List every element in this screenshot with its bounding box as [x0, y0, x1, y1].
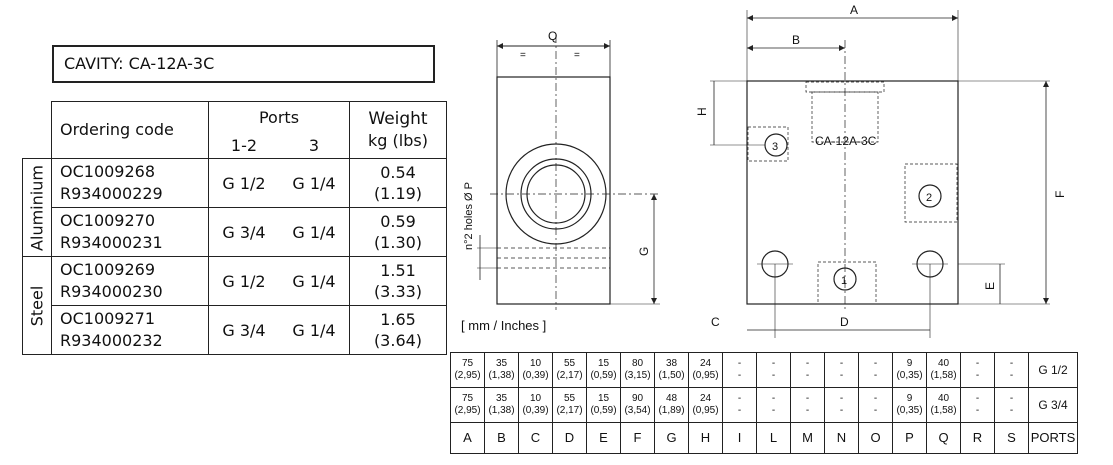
dim-column-label: E	[586, 422, 621, 454]
dim-cell: --	[790, 352, 825, 388]
cavity-code-label: CA-12A-3C	[815, 134, 877, 148]
dim-column-label: S	[994, 422, 1029, 454]
dim-cell: --	[994, 387, 1029, 423]
dim-column-label: A	[450, 422, 485, 454]
dim-p: n°2 holes Ø P	[463, 182, 475, 250]
dim-cell: 48(1,89)	[654, 387, 689, 423]
dim-cell: --	[756, 352, 791, 388]
dim-cell: --	[994, 352, 1029, 388]
dim-cell: 80(3,15)	[620, 352, 655, 388]
port-3-marker	[764, 133, 788, 157]
dim-cell: --	[858, 352, 893, 388]
cavity-label: CAVITY: CA-12A-3C	[52, 45, 435, 83]
dim-cell: 75(2,95)	[450, 387, 485, 423]
dim-column-label: N	[824, 422, 859, 454]
dim-cell: 75(2,95)	[450, 352, 485, 388]
dim-column-label: D	[552, 422, 587, 454]
dim-cell: --	[722, 352, 757, 388]
dim-cell: 55(2,17)	[552, 352, 587, 388]
dim-column-label: Q	[926, 422, 961, 454]
header-port-3: 3	[279, 132, 350, 159]
svg-text:=: =	[574, 50, 580, 61]
dim-cell: --	[722, 387, 757, 423]
dim-column-label: I	[722, 422, 757, 454]
dim-cell: --	[960, 387, 995, 423]
dim-cell: 24(0,95)	[688, 387, 723, 423]
ordering-table: Ordering code Ports Weight kg (lbs) 1-2 …	[22, 101, 447, 355]
dim-cell: --	[960, 352, 995, 388]
dim-cell: 9(0,35)	[892, 387, 927, 423]
dim-column-label: P	[892, 422, 927, 454]
port-1-marker	[833, 267, 857, 291]
header-ports: Ports	[208, 101, 350, 132]
dim-c: C	[711, 315, 720, 329]
dim-column-label: H	[688, 422, 723, 454]
units-label: [ mm / Inches ]	[461, 318, 547, 333]
dim-column-label: O	[858, 422, 893, 454]
svg-text:3: 3	[772, 141, 778, 153]
dim-cell: 40(1,58)	[926, 352, 961, 388]
dim-cell: 10(0,39)	[518, 387, 553, 423]
dim-cell: 90(3,54)	[620, 387, 655, 423]
dim-cell: 15(0,59)	[586, 387, 621, 423]
dim-h: H	[695, 107, 709, 116]
dim-column-label: PORTS	[1028, 422, 1078, 454]
material-steel: Steel	[22, 256, 52, 355]
dim-column-label: M	[790, 422, 825, 454]
dimension-table: 75(2,95)35(1,38)10(0,39)55(2,17)15(0,59)…	[450, 352, 1078, 454]
header-ordering-code: Ordering code	[51, 101, 209, 159]
dim-column-label: C	[518, 422, 553, 454]
header-weight: Weight kg (lbs)	[349, 101, 447, 159]
table-row: 75(2,95)35(1,38)10(0,39)55(2,17)15(0,59)…	[450, 352, 1078, 388]
dim-cell: --	[790, 387, 825, 423]
dim-cell: 55(2,17)	[552, 387, 587, 423]
side-view-body	[496, 76, 611, 305]
dim-cell: 24(0,95)	[688, 352, 723, 388]
svg-text:1: 1	[841, 275, 847, 287]
svg-text:=: =	[520, 50, 526, 61]
dim-cell: 9(0,35)	[892, 352, 927, 388]
dim-cell: --	[824, 352, 859, 388]
dim-column-label: B	[484, 422, 519, 454]
table-row: 75(2,95)35(1,38)10(0,39)55(2,17)15(0,59)…	[450, 387, 1078, 423]
svg-text:2: 2	[926, 192, 932, 204]
dim-cell: 40(1,58)	[926, 387, 961, 423]
header-port-1-2: 1-2	[208, 132, 279, 159]
dim-column-label: R	[960, 422, 995, 454]
dim-ports-cell: G 1/2	[1028, 352, 1078, 388]
dim-column-label: G	[654, 422, 689, 454]
dim-b: B	[792, 33, 800, 47]
dim-cell: 15(0,59)	[586, 352, 621, 388]
dim-cell: --	[858, 387, 893, 423]
dim-d: D	[840, 315, 849, 329]
dim-column-label: F	[620, 422, 655, 454]
dim-cell: 38(1,50)	[654, 352, 689, 388]
dim-cell: 35(1,38)	[484, 352, 519, 388]
material-aluminium: Aluminium	[22, 158, 52, 257]
dim-column-label: L	[756, 422, 791, 454]
dim-q: Q	[548, 29, 557, 43]
dim-cell: 10(0,39)	[518, 352, 553, 388]
port-2-marker	[918, 184, 942, 208]
dim-cell: --	[824, 387, 859, 423]
dim-f: F	[1053, 191, 1067, 198]
dim-e: E	[983, 282, 997, 290]
dim-g: G	[637, 247, 651, 256]
dim-a: A	[850, 3, 858, 17]
dim-cell: 35(1,38)	[484, 387, 519, 423]
dim-ports-cell: G 3/4	[1028, 387, 1078, 423]
front-view-body	[746, 80, 959, 305]
dim-cell: --	[756, 387, 791, 423]
